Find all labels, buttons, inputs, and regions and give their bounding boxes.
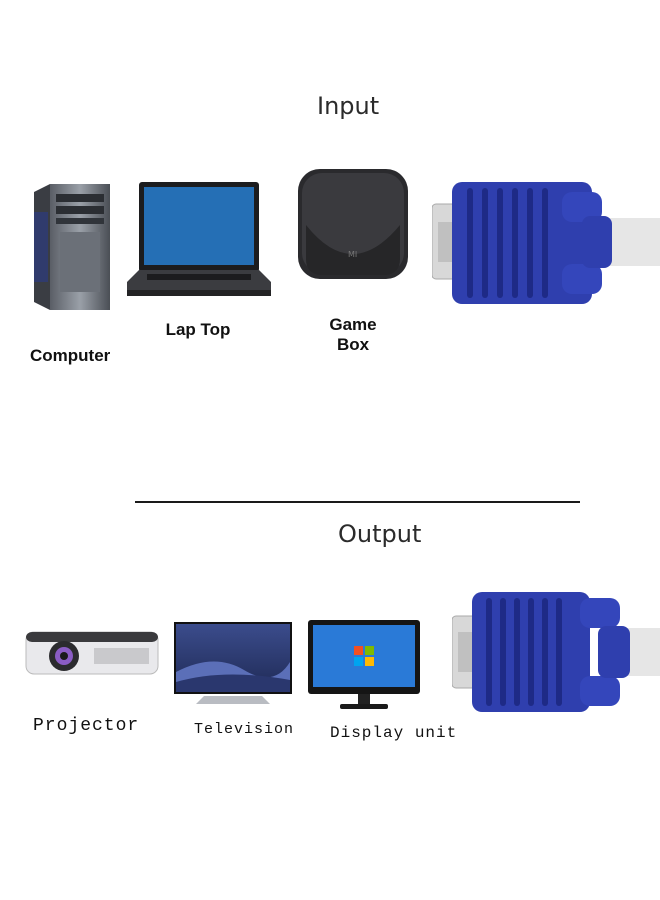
game-box-label: Game Box bbox=[313, 315, 393, 355]
output-section-title: Output bbox=[338, 520, 422, 548]
laptop-label: Lap Top bbox=[165, 320, 231, 339]
television-label: Television bbox=[194, 721, 295, 738]
computer-label: Computer bbox=[30, 346, 111, 365]
svg-text:MI: MI bbox=[348, 250, 357, 259]
vga-connector-icon bbox=[432, 182, 660, 307]
monitor-icon bbox=[308, 620, 420, 712]
section-divider bbox=[135, 501, 580, 503]
game-box-label-line2: Box bbox=[336, 335, 370, 354]
television-icon bbox=[174, 622, 292, 708]
display-unit-label: Display unit bbox=[330, 724, 458, 742]
input-section-title: Input bbox=[317, 92, 380, 120]
game-box-label-line1: Game bbox=[329, 315, 377, 334]
laptop-icon bbox=[125, 182, 273, 300]
projector-label: Projector bbox=[33, 716, 140, 736]
projector-icon bbox=[24, 628, 160, 680]
computer-tower-icon bbox=[30, 182, 112, 312]
game-box-icon: MI bbox=[292, 165, 414, 300]
vga-connector-output-icon bbox=[452, 590, 660, 715]
